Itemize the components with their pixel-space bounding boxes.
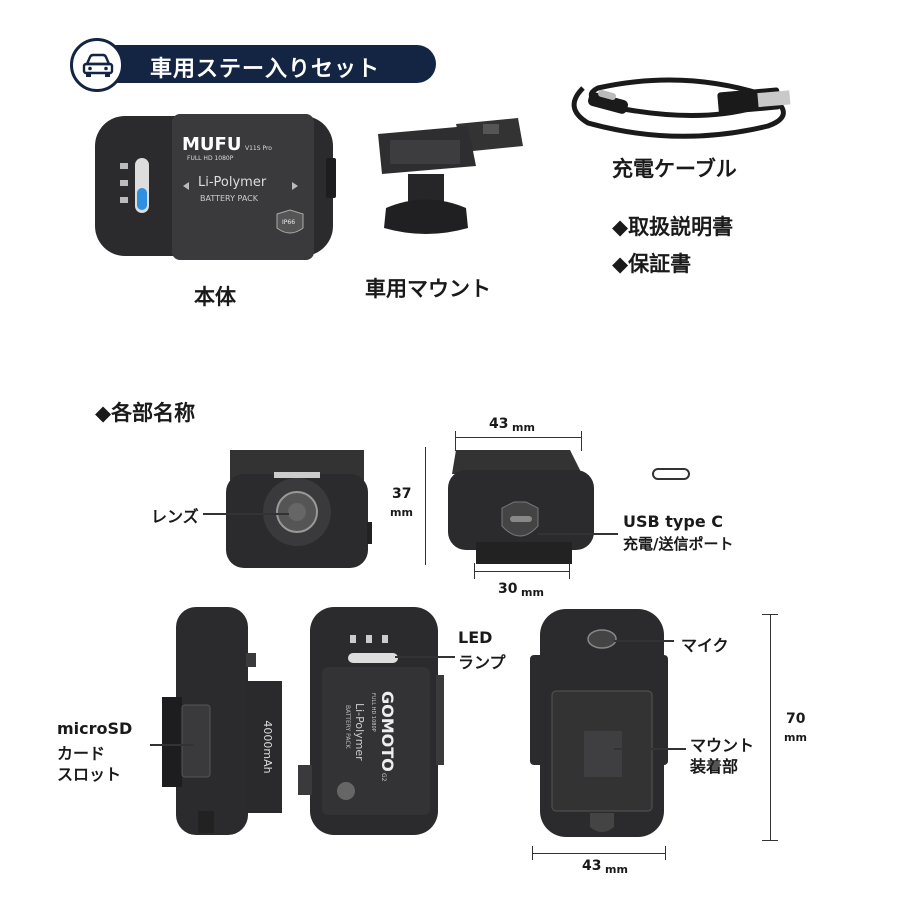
top-width-dim: 43 [489, 416, 508, 432]
back-width-tick-r [665, 846, 666, 860]
back-width-line [532, 853, 665, 854]
back-width-value: 43 [582, 858, 602, 874]
top-width-value: 43 [489, 416, 509, 432]
back-width-dim: 43 [582, 858, 601, 874]
car-mount-image [378, 118, 523, 234]
front-fhd: FULL HD 1080P [370, 693, 376, 732]
usb-label-2: 充電/送信ポート [623, 535, 734, 553]
microsd-label-3: スロット [57, 765, 122, 784]
top-width-tick-r [581, 431, 582, 451]
microsd-label-2: カード [57, 744, 106, 763]
camera-fhd: FULL HD 1080P [187, 155, 234, 162]
camera-ip-badge: IP66 [282, 219, 295, 226]
mount-part-leader-line [614, 748, 686, 750]
banner-icon-circle [70, 38, 124, 92]
top-width-unit: mm [512, 421, 535, 434]
banner-bar [106, 45, 436, 83]
usb-side-view-image [448, 450, 594, 564]
lens-leader-line [203, 513, 289, 515]
mount-part-label-2: 装着部 [690, 757, 739, 776]
front-height-value: 37 [392, 486, 412, 502]
microsd-leader-line [150, 744, 194, 746]
usb-leader-line [538, 533, 618, 535]
manual-label: ◆取扱説明書 [612, 215, 734, 239]
front-height-unit: mm [390, 506, 413, 519]
bottom-width-value: 30 [498, 581, 518, 597]
back-width-unit: mm [605, 863, 628, 876]
camera-battery-1: Li-Polymer [198, 175, 267, 190]
bottom-width-dim: 30 [498, 581, 517, 597]
led-label-2: ランプ [458, 653, 506, 672]
led-label-1: LED [458, 628, 493, 647]
bottom-width-tick-r [569, 563, 570, 579]
camera-model: V11S Pro [245, 145, 272, 152]
warranty-label: ◆保証書 [612, 252, 692, 276]
front-batt-1: Li-Polymer [353, 703, 366, 761]
front-view-image [226, 450, 372, 568]
cable-label: 充電ケーブル [612, 157, 737, 181]
top-width-line [455, 437, 581, 438]
mount-label: 車用マウント [365, 277, 491, 301]
bottom-width-line [474, 571, 569, 572]
camera-brand: MUFU [182, 134, 241, 155]
front-brand: GOMOTO [378, 691, 397, 772]
mount-part-label-1: マウント [690, 736, 755, 755]
camera-battery-2: BATTERY PACK [200, 194, 259, 203]
led-front-view-image: GOMOTO G2 FULL HD 1080P Li-Polymer BATTE… [298, 607, 444, 835]
mic-leader-line [614, 640, 674, 642]
body-label: 本体 [194, 285, 236, 309]
mic-label: マイク [681, 636, 729, 655]
parts-heading: ◆各部名称 [95, 401, 196, 425]
front-height-line [425, 447, 426, 565]
side-view-image: 4000mAh [162, 607, 282, 835]
led-leader-line [395, 656, 455, 658]
back-height-unit: mm [784, 731, 807, 744]
back-height-tick-t [762, 614, 778, 615]
back-height-tick-b [762, 840, 778, 841]
back-view-image [530, 609, 668, 837]
back-height-value: 70 [786, 711, 806, 727]
back-height-dim: 70 [786, 711, 805, 727]
top-width-tick-l [455, 431, 456, 451]
banner-title: 車用ステー入りセット [150, 57, 381, 82]
side-battery-text: 4000mAh [261, 720, 274, 773]
car-icon [82, 53, 114, 77]
camera-body-image: MUFU V11S Pro FULL HD 1080P Li-Polymer B… [95, 114, 336, 260]
microsd-label-1: microSD [57, 719, 133, 738]
lens-label: レンズ [151, 507, 199, 526]
usb-label-1: USB type C [623, 512, 723, 531]
set-banner: 車用ステー入りセット [70, 38, 436, 106]
charge-cable-image [571, 77, 791, 139]
usb-c-port-icon [652, 468, 690, 480]
front-height-dim: 37 [392, 486, 411, 502]
bottom-width-unit: mm [521, 586, 544, 599]
front-batt-2: BATTERY PACK [344, 705, 351, 750]
back-height-line [770, 614, 771, 840]
front-model: G2 [380, 773, 387, 782]
